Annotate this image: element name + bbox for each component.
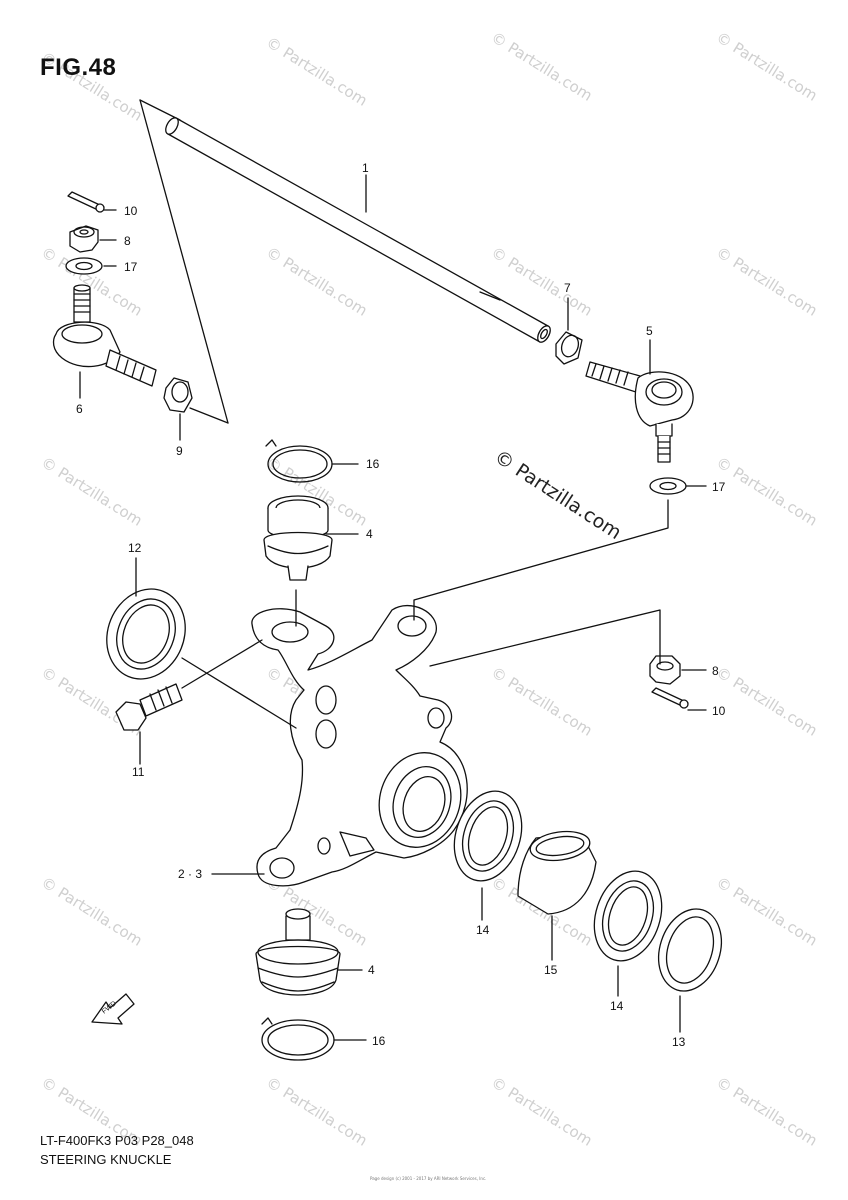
knuckle-body: [251, 604, 468, 887]
callout-11: 11: [132, 765, 145, 779]
tie-rod-end-left: [52, 284, 157, 387]
figure-code: LT-F400FK3 P03 P28_048: [40, 1133, 194, 1148]
callout-10: 10: [712, 704, 726, 718]
cotter-pin-right: [651, 687, 689, 709]
thrust-washer-13: [658, 908, 722, 992]
callout-17: 17: [712, 480, 726, 494]
copyright-note: Page design (c) 2001 - 2017 by ARI Netwo…: [370, 1176, 486, 1181]
castle-nut-right: [649, 655, 681, 685]
oil-seal-14b: [593, 870, 663, 962]
watermark-faint: © Partzilla.com: [263, 243, 371, 320]
lock-nut: [555, 331, 583, 365]
assembly-outline: [189, 407, 229, 424]
callout-8: 8: [124, 234, 131, 248]
washer-right: [649, 477, 687, 495]
callout-7: 7: [564, 281, 571, 295]
snap-ring-bottom: [261, 1017, 335, 1061]
watermark-faint: © Partzilla.com: [263, 33, 371, 110]
figure-title: FIG.48: [40, 54, 117, 81]
watermark-faint: © Partzilla.com: [713, 663, 821, 740]
callout-4: 4: [368, 963, 375, 977]
callout-5: 5: [646, 324, 653, 338]
callout-9: 9: [176, 444, 183, 458]
ball-joint-top: [263, 495, 333, 581]
fwd-arrow-icon: [91, 993, 135, 1025]
ball-joint-bottom: [255, 908, 341, 996]
callout-16: 16: [372, 1034, 386, 1048]
spacer-15: [517, 830, 597, 915]
bolt-11: [115, 683, 183, 731]
tie-rod: [165, 117, 551, 343]
callout-14: 14: [610, 999, 624, 1013]
leader-lines: [79, 174, 707, 1041]
callout-2-3: 2 · 3: [178, 867, 202, 881]
watermark-faint: © Partzilla.com: [38, 453, 146, 530]
watermark-faint: © Partzilla.com: [488, 28, 596, 105]
hex-nut-9: [163, 377, 193, 413]
watermark-faint: © Partzilla.com: [38, 873, 146, 950]
tie-rod-end-right: [585, 361, 694, 463]
assembly-outline: [139, 99, 229, 424]
watermark-faint: © Partzilla.com: [713, 873, 821, 950]
cotter-pin-left: [67, 191, 105, 213]
callout-10: 10: [124, 204, 138, 218]
oil-seal-12: [106, 588, 186, 680]
watermark-faint: © Partzilla.com: [263, 1073, 371, 1150]
watermark-faint: © Partzilla.com: [713, 453, 821, 530]
callout-14: 14: [476, 923, 490, 937]
callout-labels: 1 10 8 17 6 9 7 5 16 4 17 12 8 10 11 2 ·…: [76, 161, 726, 1049]
assembly-outline: [139, 99, 181, 121]
callout-1: 1: [362, 161, 369, 175]
castle-nut-left: [69, 225, 99, 253]
oil-seal-14a: [453, 790, 523, 882]
watermark-faint: © Partzilla.com: [488, 1073, 596, 1150]
watermark-faint: © Partzilla.com: [713, 1073, 821, 1150]
watermark-faint: © Partzilla.com: [38, 243, 146, 320]
washer-left: [65, 257, 103, 275]
callout-17: 17: [124, 260, 138, 274]
callout-13: 13: [672, 1035, 686, 1049]
watermark-main: © Partzilla.com: [490, 446, 625, 544]
figure-name: STEERING KNUCKLE: [40, 1152, 172, 1167]
callout-4: 4: [366, 527, 373, 541]
watermark-faint: © Partzilla.com: [488, 663, 596, 740]
callout-15: 15: [544, 963, 558, 977]
watermark-faint: © Partzilla.com: [713, 243, 821, 320]
callout-6: 6: [76, 402, 83, 416]
callout-16: 16: [366, 457, 380, 471]
callout-8: 8: [712, 664, 719, 678]
callout-12: 12: [128, 541, 142, 555]
watermark-faint: © Partzilla.com: [713, 28, 821, 105]
